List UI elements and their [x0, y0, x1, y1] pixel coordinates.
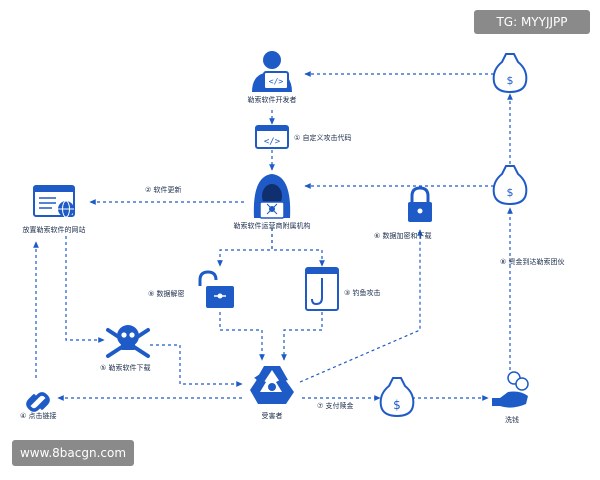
hacker-icon	[253, 174, 291, 219]
watermark-bottom: www.8bacgn.com	[12, 440, 134, 466]
website-icon	[33, 185, 75, 218]
diagram-panel	[8, 42, 592, 430]
edge-operator-to-phishing	[271, 228, 325, 267]
operator-label: 勒索软件运营商附属机构	[233, 222, 311, 230]
developer-label: 勒索软件开发者	[247, 96, 297, 104]
edge-label-3: ③ 钓鱼攻击	[344, 289, 381, 297]
edge-decrypt-to-victim	[219, 312, 265, 361]
svg-text:$: $	[507, 186, 514, 199]
money-bag-icon: $	[492, 53, 528, 94]
svg-text:</>: </>	[269, 77, 284, 86]
lock-icon	[408, 186, 432, 222]
money-laundering-icon	[492, 371, 529, 408]
edge-label-4: ④ 点击链接	[20, 412, 57, 420]
phishing-hook-icon	[305, 267, 339, 311]
edge-website-to-skull	[65, 236, 105, 343]
edge-label-2: ② 软件更新	[145, 186, 182, 194]
money-bag-icon: $	[492, 165, 528, 206]
unlock-icon	[198, 270, 234, 308]
developer-icon: </>	[252, 51, 292, 92]
svg-text:</>: </>	[264, 137, 281, 147]
svg-text:$: $	[393, 398, 401, 412]
edge-label-9: ⑨ 数据解密	[148, 290, 185, 298]
edge-label-1: ① 自定义攻击代码	[294, 134, 352, 142]
launder-label: 洗钱	[505, 416, 519, 424]
code-icon: </>	[255, 125, 289, 149]
watermark-top: TG: MYYJJPP	[474, 10, 590, 34]
skull-icon	[106, 325, 150, 358]
connectors	[33, 71, 513, 401]
edge-operator-to-decrypt	[217, 228, 273, 267]
ransom-money-icon: $	[379, 377, 415, 418]
edge-skull-to-victim	[150, 344, 243, 387]
svg-text:$: $	[507, 74, 514, 87]
edge-label-7: ⑦ 支付赎金	[317, 402, 354, 410]
edge-label-8: ⑧ 资金到达勒索团伙	[500, 258, 565, 266]
edge-label-6: ⑥ 数据加密和下载	[374, 232, 432, 240]
victim-icon	[250, 366, 294, 404]
link-icon	[26, 392, 50, 412]
edge-phishing-to-victim	[281, 312, 323, 361]
victim-label: 受害者	[261, 412, 283, 420]
edge-victim-to-lock	[299, 229, 423, 383]
edge-label-5: ⑤ 勒索软件下载	[100, 364, 151, 372]
website-label: 放置勒索软件的网站	[22, 226, 86, 234]
